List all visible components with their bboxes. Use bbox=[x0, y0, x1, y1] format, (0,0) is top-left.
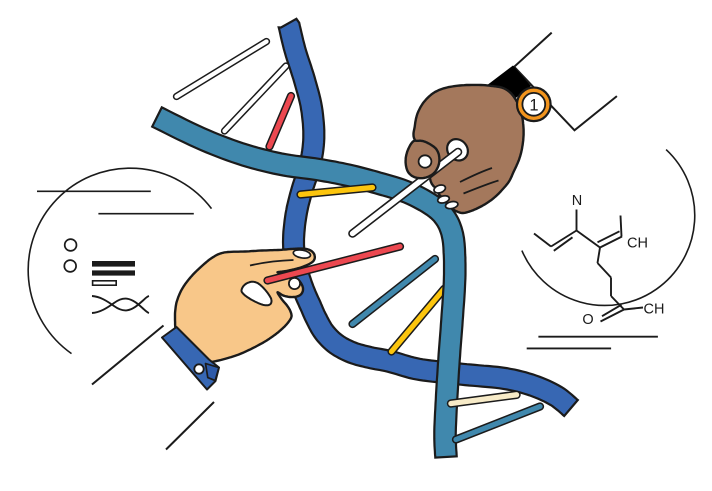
svg-text:1: 1 bbox=[529, 97, 538, 115]
svg-text:CH: CH bbox=[644, 302, 665, 318]
svg-text:O: O bbox=[582, 312, 593, 328]
svg-text:CH: CH bbox=[627, 236, 648, 252]
svg-text:N: N bbox=[572, 193, 582, 209]
